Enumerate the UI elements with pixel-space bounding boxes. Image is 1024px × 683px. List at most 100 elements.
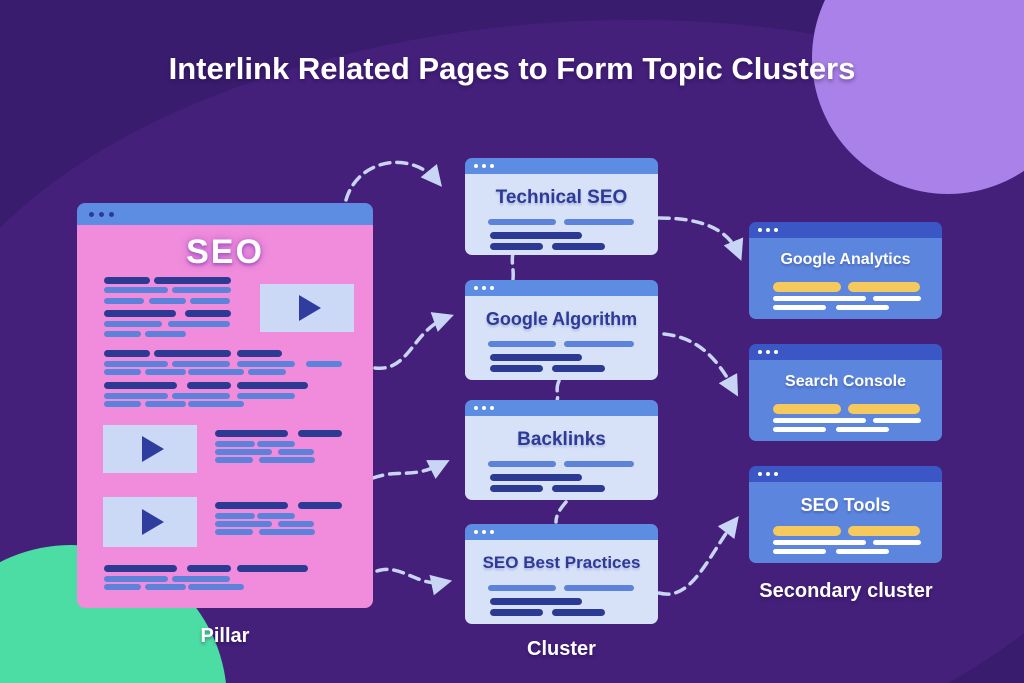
cluster-page-body: SEO Best Practices [465, 540, 658, 624]
skeleton-text-line [172, 287, 231, 293]
skeleton-text-line [490, 609, 543, 616]
window-dot-icon [766, 350, 770, 354]
window-dot-icon [482, 286, 486, 290]
skeleton-text-line [298, 502, 342, 509]
window-dot-icon [89, 211, 94, 217]
cluster-page-title: SEO Best Practices [482, 553, 641, 572]
window-dot-icon [774, 228, 778, 232]
skeleton-text-line [552, 365, 605, 372]
skeleton-text-line [237, 393, 295, 399]
skeleton-text-line [187, 565, 231, 572]
cluster-page-title: Google Algorithm [485, 309, 638, 329]
window-titlebar [465, 524, 658, 540]
skeleton-text-line [237, 350, 282, 357]
video-placeholder [260, 284, 354, 332]
skeleton-text-line [172, 393, 230, 399]
window-titlebar [465, 158, 658, 174]
window-dot-icon [482, 406, 486, 410]
skeleton-text-line [257, 513, 295, 519]
window-dot-icon [474, 530, 478, 534]
window-dot-icon [482, 164, 486, 168]
window-titlebar [749, 222, 942, 238]
window-dot-icon [766, 228, 770, 232]
skeleton-text-line [848, 282, 920, 292]
play-icon [142, 509, 164, 535]
skeleton-text-line [187, 382, 231, 389]
skeleton-text-line [215, 502, 288, 509]
skeleton-text-line [145, 584, 186, 590]
skeleton-text-line [488, 341, 556, 347]
skeleton-text-line [848, 404, 920, 414]
skeleton-text-line [564, 585, 634, 591]
skeleton-text-line [773, 404, 841, 414]
pillar-label: Pillar [200, 625, 250, 647]
skeleton-text-line [259, 457, 315, 463]
secondary-page-title: SEO Tools [800, 495, 891, 515]
skeleton-text-line [873, 296, 921, 301]
window-dot-icon [766, 472, 770, 476]
video-placeholder [103, 497, 197, 547]
window-titlebar [749, 466, 942, 482]
skeleton-text-line [215, 449, 272, 455]
page-title: Interlink Related Pages to Form Topic Cl… [168, 51, 856, 86]
window-titlebar [465, 280, 658, 296]
skeleton-text-line [773, 418, 866, 423]
window-dot-icon [490, 406, 494, 410]
skeleton-text-line [104, 393, 168, 399]
video-placeholder [103, 425, 197, 473]
skeleton-text-line [154, 350, 231, 357]
cluster-page-body: Google Algorithm [465, 296, 658, 380]
secondary-cluster-label: Secondary cluster [759, 580, 933, 602]
cluster-page-seo-best-practices: SEO Best Practices [465, 524, 658, 624]
skeleton-text-line [488, 219, 556, 225]
skeleton-text-line [257, 441, 295, 447]
play-icon [142, 436, 164, 462]
skeleton-text-line [215, 513, 255, 519]
skeleton-text-line [168, 321, 230, 327]
pillar-page-window: SEO [77, 203, 373, 608]
secondary-page-title: Google Analytics [780, 251, 911, 268]
skeleton-text-line [237, 361, 295, 367]
skeleton-text-line [490, 365, 543, 372]
skeleton-text-line [564, 461, 634, 467]
window-dot-icon [490, 164, 494, 168]
skeleton-text-line [490, 598, 582, 605]
skeleton-text-line [188, 369, 244, 375]
skeleton-text-line [215, 521, 272, 527]
window-dot-icon [774, 350, 778, 354]
skeleton-text-line [104, 277, 150, 284]
skeleton-text-line [873, 418, 921, 423]
skeleton-text-line [145, 331, 186, 337]
window-dot-icon [474, 164, 478, 168]
window-dot-icon [474, 406, 478, 410]
skeleton-text-line [104, 350, 150, 357]
skeleton-text-line [259, 529, 315, 535]
skeleton-text-line [188, 401, 244, 407]
skeleton-text-line [488, 585, 556, 591]
window-dot-icon [758, 228, 762, 232]
cluster-page-title: Backlinks [517, 429, 606, 450]
cluster-page-technical-seo: Technical SEO [465, 158, 658, 255]
window-dot-icon [474, 286, 478, 290]
skeleton-text-line [104, 310, 176, 317]
skeleton-text-line [104, 331, 141, 337]
skeleton-text-line [298, 430, 342, 437]
cluster-label: Cluster [527, 638, 596, 660]
cluster-page-body: Technical SEO [465, 174, 658, 255]
window-dot-icon [758, 472, 762, 476]
skeleton-text-line [188, 584, 244, 590]
skeleton-text-line [248, 369, 286, 375]
window-dot-icon [482, 530, 486, 534]
secondary-page-body: Search Console [749, 360, 942, 441]
skeleton-text-line [873, 540, 921, 545]
skeleton-text-line [104, 298, 144, 304]
skeleton-text-line [490, 485, 543, 492]
skeleton-text-line [104, 287, 168, 293]
skeleton-text-line [490, 354, 582, 361]
skeleton-text-line [278, 521, 314, 527]
cluster-page-google-algorithm: Google Algorithm [465, 280, 658, 380]
window-dot-icon [109, 211, 114, 217]
skeleton-text-line [237, 565, 308, 572]
skeleton-text-line [215, 430, 288, 437]
